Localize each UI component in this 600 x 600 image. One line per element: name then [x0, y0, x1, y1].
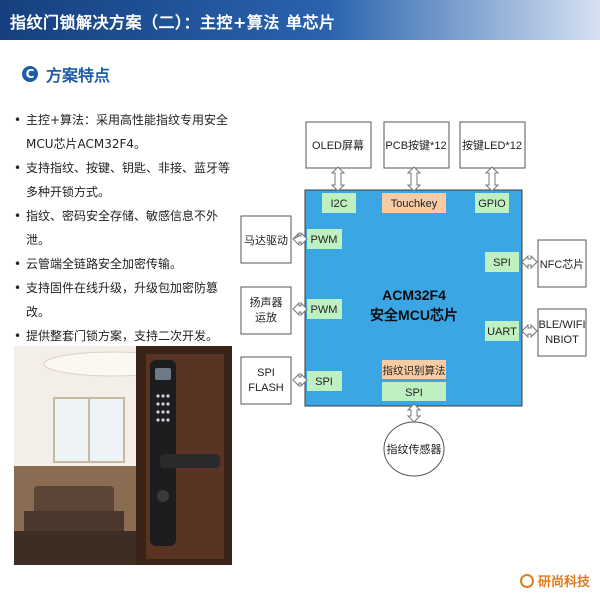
- feature-item: 支持指纹、按键、钥匙、非接、蓝牙等多种开锁方式。: [14, 156, 234, 204]
- uart-port: [485, 321, 519, 341]
- gpio-port-label: GPIO: [478, 198, 506, 210]
- chip-name: ACM32F4: [382, 287, 446, 303]
- ble-wifi-box: [537, 308, 587, 357]
- i2c-port: [322, 193, 356, 213]
- spi-flash-label-1: SPI: [257, 367, 275, 379]
- gpio-port: [475, 193, 509, 213]
- fingerprint-sensor-double-arrow: [406, 403, 422, 423]
- feature-item: 支持固件在线升级，升级包加密防篡改。: [14, 276, 234, 324]
- uart-port-label: UART: [487, 326, 517, 338]
- fingerprint-sensor-label: 指纹传感器: [387, 442, 442, 456]
- speaker-amp-box: [240, 286, 292, 335]
- ble-wifi-label-1: BLE/WIFI: [538, 319, 585, 331]
- oled-double-arrow: [330, 166, 346, 192]
- spi-port-bottom-label: SPI: [405, 387, 423, 399]
- pwm-port-1-label: PWM: [311, 234, 338, 246]
- title-bar: 指纹门锁解决方案（二）：主控+算法 单芯片: [0, 0, 600, 40]
- fingerprint-algorithm-block: [382, 360, 446, 379]
- pcb-keys-box: [383, 121, 450, 169]
- motor-driver-label: 马达驱动: [244, 234, 288, 247]
- feature-item: 云管端全链路安全加密传输。: [14, 252, 234, 276]
- company-logo: 研尚科技: [520, 571, 590, 590]
- touchkey-port: [382, 193, 446, 213]
- spi-port-left-label: SPI: [315, 376, 333, 388]
- feature-item: 指纹、密码安全存储、敏感信息不外泄。: [14, 204, 234, 252]
- feature-item: 主控+算法：采用高性能指纹专用安全MCU芯片ACM32F4。: [14, 108, 234, 156]
- feature-list: 主控+算法：采用高性能指纹专用安全MCU芯片ACM32F4。 支持指纹、按键、钥…: [14, 108, 234, 348]
- room-illustration: [14, 346, 232, 565]
- nfc-chip-label: NFC芯片: [540, 257, 585, 271]
- section-c-icon: C: [22, 66, 38, 82]
- oled-screen-label: OLED屏幕: [312, 138, 364, 152]
- pwm-port-1: [307, 229, 342, 249]
- feature-item: 提供整套门锁方案，支持二次开发。: [14, 324, 234, 348]
- pwm-port-2-label: PWM: [311, 304, 338, 316]
- speaker-amp-label-2: 运放: [255, 310, 277, 324]
- spi-flash-double-arrow: [292, 372, 308, 388]
- pcb-keys-double-arrow: [406, 166, 422, 192]
- spi-flash-label-2: FLASH: [248, 382, 284, 394]
- spi-port-left: [307, 371, 342, 391]
- logo-text: 研尚科技: [538, 575, 591, 590]
- i2c-port-label: I2C: [330, 198, 347, 210]
- speaker-amp-label-1: 扬声器: [250, 295, 283, 309]
- motor-driver-box: [240, 215, 292, 264]
- pwm-port-2: [307, 299, 342, 319]
- section-title: 方案特点: [46, 66, 111, 85]
- spi-port-right: [485, 252, 519, 272]
- touchkey-port-label: Touchkey: [391, 198, 438, 210]
- section-heading: C 方案特点: [22, 62, 110, 86]
- chip-subtitle: 安全MCU芯片: [370, 307, 458, 323]
- door-lock-photo: [14, 346, 232, 565]
- nfc-chip-box: [537, 239, 587, 288]
- key-led-double-arrow: [484, 166, 500, 192]
- ble-wifi-double-arrow: [521, 323, 538, 339]
- spi-port-right-label: SPI: [493, 257, 511, 269]
- nfc-double-arrow: [521, 254, 538, 270]
- ble-wifi-label-2: NBIOT: [545, 334, 579, 346]
- pcb-keys-label: PCB按键*12: [385, 138, 446, 152]
- spi-port-bottom: [382, 382, 446, 401]
- spi-flash-box: [240, 356, 292, 405]
- fingerprint-algorithm-label: 指纹识别算法: [383, 364, 446, 377]
- motor-driver-double-arrow: [292, 231, 308, 247]
- logo-mark-icon: [520, 573, 534, 588]
- page-title: 指纹门锁解决方案（二）：主控+算法 单芯片: [10, 13, 336, 32]
- speaker-amp-double-arrow: [292, 301, 308, 317]
- key-led-label: 按键LED*12: [462, 138, 522, 152]
